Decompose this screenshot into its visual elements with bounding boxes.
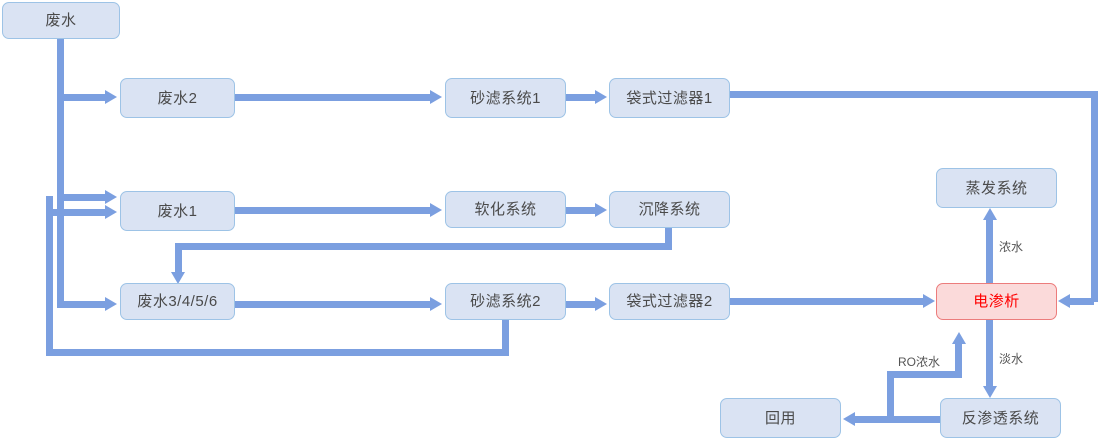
node-label: 反渗透系统 <box>961 409 1040 427</box>
edge-bottom-return-line <box>46 349 509 356</box>
edge-ro-to-reuse <box>855 416 940 423</box>
node-label: 废水3/4/5/6 <box>137 293 218 310</box>
edge-rightrail-vertical <box>1091 91 1098 302</box>
edge-wastewater1-to-softening <box>235 207 431 214</box>
arrow-bagfilter2-to-electrodialysis <box>923 294 935 308</box>
edge-ro-concentrate-horizontal <box>887 371 962 378</box>
node-sandfilter1[interactable]: 砂滤系统1 <box>445 78 566 118</box>
node-label: 废水1 <box>157 202 198 220</box>
node-wastewater1[interactable]: 废水1 <box>120 191 235 231</box>
arrow-wastewater-to-wastewater2 <box>105 90 117 104</box>
node-label: 砂滤系统2 <box>470 293 541 310</box>
arrow-rightrail-to-electrodialysis <box>1058 294 1070 308</box>
node-electrodialysis[interactable]: 电渗析 <box>936 283 1057 320</box>
node-label: 废水2 <box>157 89 198 107</box>
edge-wastewater3456-to-sandfilter2 <box>235 301 431 308</box>
edge-ro-concentrate-up <box>955 343 962 375</box>
edge-settling-down <box>665 228 672 250</box>
node-label: 电渗析 <box>973 293 1020 310</box>
arrow-wastewater-to-wastewater3456 <box>105 297 117 311</box>
arrow-wastewater2-to-sandfilter1 <box>430 90 442 104</box>
edge-settling-to-wastewater3456 <box>175 243 672 250</box>
edge-ro-concentrate-riser <box>887 371 894 420</box>
arrow-wastewater1-to-softening <box>430 203 442 217</box>
arrow-wastewater-to-wastewater1 <box>105 190 117 204</box>
arrow-electrodialysis-to-ro <box>983 386 997 398</box>
edge-bottom-return-riser <box>502 320 509 356</box>
arrow-sandfilter2-to-bagfilter2 <box>595 297 607 311</box>
node-sandfilter2[interactable]: 砂滤系统2 <box>445 283 566 320</box>
node-label: 沉降系统 <box>638 201 701 218</box>
edge-wastewater2-to-sandfilter1 <box>235 94 431 101</box>
node-softening[interactable]: 软化系统 <box>445 191 566 228</box>
node-wastewater2[interactable]: 废水2 <box>120 78 235 118</box>
node-wastewater3456[interactable]: 废水3/4/5/6 <box>120 283 235 320</box>
node-label: 废水 <box>45 12 77 29</box>
edge-settling-riser-down <box>175 243 182 274</box>
edge-wastewater-to-wastewater2 <box>57 94 107 101</box>
edge-wastewater-to-wastewater1 <box>57 194 107 201</box>
node-reverseosmosis[interactable]: 反渗透系统 <box>940 398 1061 438</box>
edge-sandfilter2-to-bagfilter2 <box>566 301 596 308</box>
edge-return-into-wastewater1 <box>46 209 107 216</box>
arrow-wastewater3456-to-sandfilter2 <box>430 297 442 311</box>
edge-electrodialysis-to-evaporation <box>986 220 993 283</box>
arrow-softening-to-settling <box>595 203 607 217</box>
edge-label-permeate: 淡水 <box>999 352 1024 366</box>
edge-label-ro-concentrate: RO浓水 <box>898 355 941 369</box>
edge-wastewater-trunk <box>57 38 64 305</box>
node-reuse[interactable]: 回用 <box>720 398 841 438</box>
arrow-ro-concentrate-to-electrodialysis <box>952 332 966 344</box>
edge-wastewater-to-wastewater3456 <box>57 301 107 308</box>
node-bagfilter1[interactable]: 袋式过滤器1 <box>609 78 730 118</box>
node-wastewater[interactable]: 废水 <box>2 2 120 39</box>
edge-label-concentrate: 浓水 <box>999 240 1024 254</box>
edge-bagfilter1-to-rightrail <box>730 91 1098 98</box>
arrow-sandfilter1-to-bagfilter1 <box>595 90 607 104</box>
edge-sandfilter1-to-bagfilter1 <box>566 94 596 101</box>
node-label: 软化系统 <box>474 201 537 218</box>
arrow-ro-to-reuse <box>843 412 855 426</box>
arrow-settling-to-wastewater3456 <box>171 272 185 284</box>
edge-return-trunk-left <box>46 196 53 356</box>
edge-electrodialysis-to-ro <box>986 320 993 388</box>
edge-bagfilter2-to-electrodialysis <box>730 298 924 305</box>
edge-softening-to-settling <box>566 207 596 214</box>
node-label: 袋式过滤器2 <box>626 293 713 310</box>
node-evaporation[interactable]: 蒸发系统 <box>936 168 1057 208</box>
node-label: 袋式过滤器1 <box>626 89 713 107</box>
edge-rightrail-to-electrodialysis <box>1070 298 1094 305</box>
node-label: 蒸发系统 <box>965 179 1028 197</box>
arrow-return-into-wastewater1 <box>105 205 117 219</box>
node-label: 回用 <box>764 409 796 427</box>
arrow-electrodialysis-to-evaporation <box>983 208 997 220</box>
node-bagfilter2[interactable]: 袋式过滤器2 <box>609 283 730 320</box>
node-settling[interactable]: 沉降系统 <box>609 191 730 228</box>
node-label: 砂滤系统1 <box>470 89 541 107</box>
